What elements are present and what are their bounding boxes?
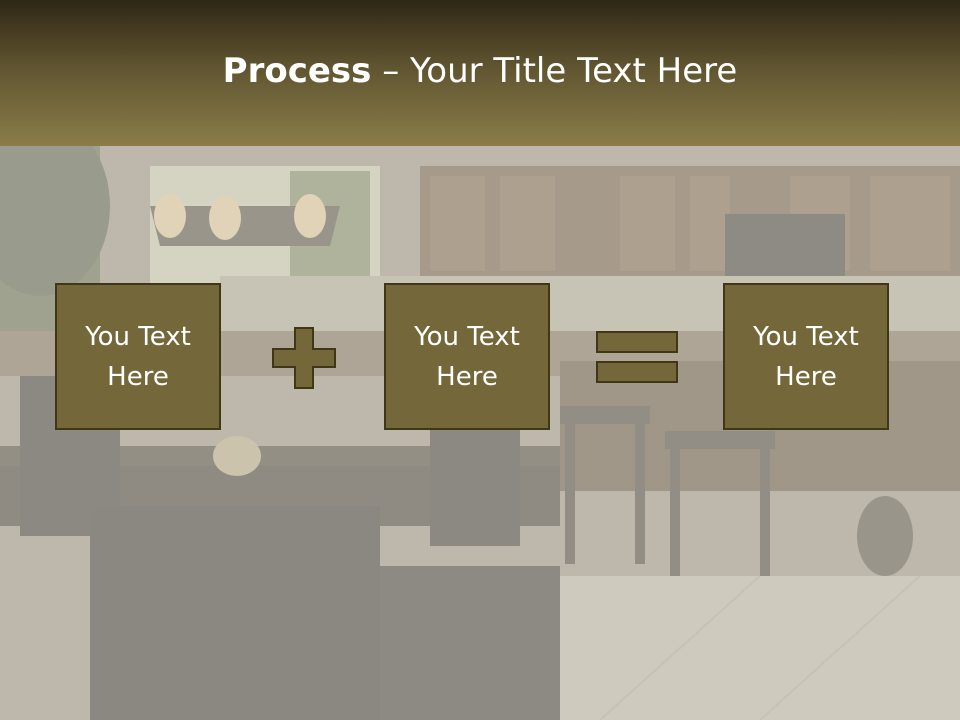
title-rest: Your Title Text Here xyxy=(410,51,738,91)
slide-title: Process – Your Title Text Here xyxy=(223,54,738,88)
process-step-1: You Text Here xyxy=(55,283,221,430)
title-strong: Process xyxy=(222,51,372,91)
plus-icon xyxy=(272,327,336,389)
title-separator: – xyxy=(371,51,411,91)
process-step-3-label: You Text Here xyxy=(753,321,859,392)
background-overlay xyxy=(0,146,960,720)
process-step-1-label: You Text Here xyxy=(85,321,191,392)
equals-icon xyxy=(596,331,678,385)
process-step-2-label: You Text Here xyxy=(414,321,520,392)
process-step-2: You Text Here xyxy=(384,283,550,430)
process-step-3: You Text Here xyxy=(723,283,889,430)
title-bar: Process – Your Title Text Here xyxy=(0,0,960,146)
